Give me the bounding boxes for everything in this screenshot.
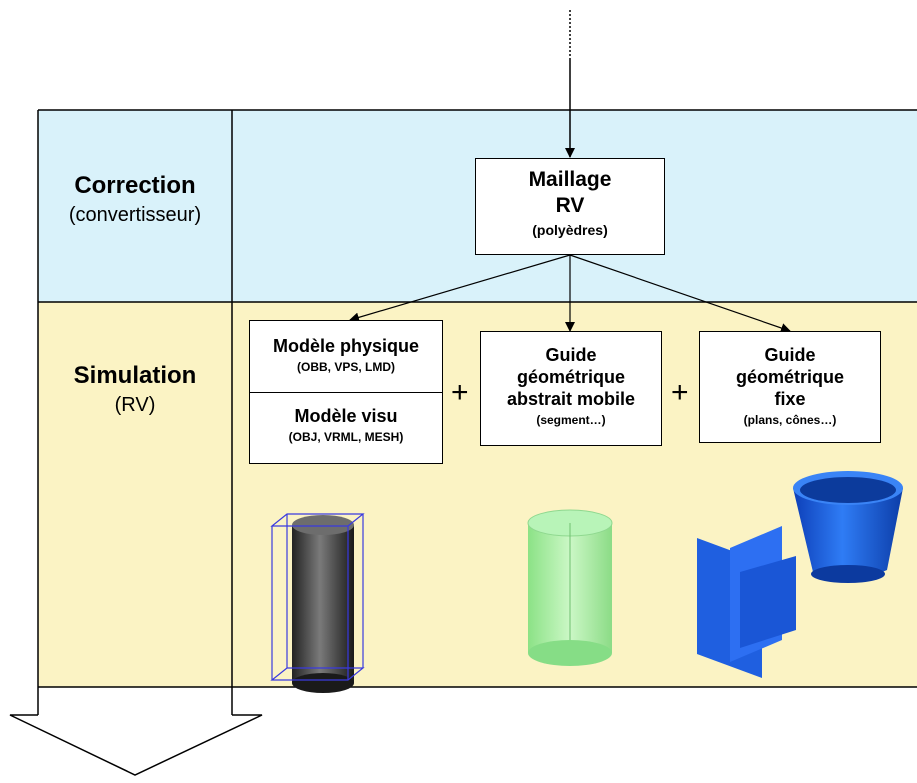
mesh-line2: RV (555, 194, 585, 217)
physical-model-detail: (OBB, VPS, LMD) (297, 360, 395, 374)
mobile-guide-line2: géométrique (516, 367, 626, 387)
plus-sign: + (671, 376, 689, 409)
mesh-detail: (polyèdres) (532, 222, 608, 238)
mesh-line1: Maillage (528, 168, 612, 191)
correction-title: Correction (74, 172, 196, 199)
models-box: Modèle physique (OBB, VPS, LMD) Modèle v… (249, 320, 443, 464)
correction-subtitle: (convertisseur) (68, 204, 202, 226)
transparent-cylinder-icon (527, 509, 613, 666)
mobile-guide-detail: (segment…) (536, 413, 606, 427)
visual-model-detail: (OBJ, VRML, MESH) (288, 430, 404, 444)
simulation-title: Simulation (73, 362, 197, 389)
simulation-subtitle: (RV) (114, 394, 156, 416)
fixed-guide-box: Guide géométrique fixe (plans, cônes…) (699, 331, 881, 443)
arrow-to-fixed-guide (569, 254, 791, 333)
physical-model-title: Modèle physique (272, 336, 420, 356)
fixed-guide-line2: géométrique (735, 367, 845, 387)
correction-label: Correction (convertisseur) (38, 172, 232, 227)
fixed-guide-line3: fixe (774, 389, 806, 409)
mobile-guide-box: Guide géométrique abstrait mobile (segme… (480, 331, 662, 446)
mobile-guide-line3: abstrait mobile (506, 389, 636, 409)
arrow-to-models (349, 254, 571, 323)
simulation-label: Simulation (RV) (38, 362, 232, 417)
bounding-box-cylinder-icon (270, 513, 365, 693)
mesh-box: Maillage RV (polyèdres) (475, 158, 665, 255)
fixed-guide-line1: Guide (764, 345, 816, 365)
visual-model-title: Modèle visu (294, 406, 398, 426)
plus-sign: + (451, 376, 469, 409)
visual-model-section: Modèle visu (OBJ, VRML, MESH) (250, 393, 442, 445)
planes-and-cone-icon (697, 471, 903, 678)
fixed-guide-detail: (plans, cônes…) (743, 413, 837, 427)
physical-model-section: Modèle physique (OBB, VPS, LMD) (250, 321, 442, 393)
mobile-guide-line1: Guide (545, 345, 597, 365)
down-arrow-icon (9, 714, 263, 776)
